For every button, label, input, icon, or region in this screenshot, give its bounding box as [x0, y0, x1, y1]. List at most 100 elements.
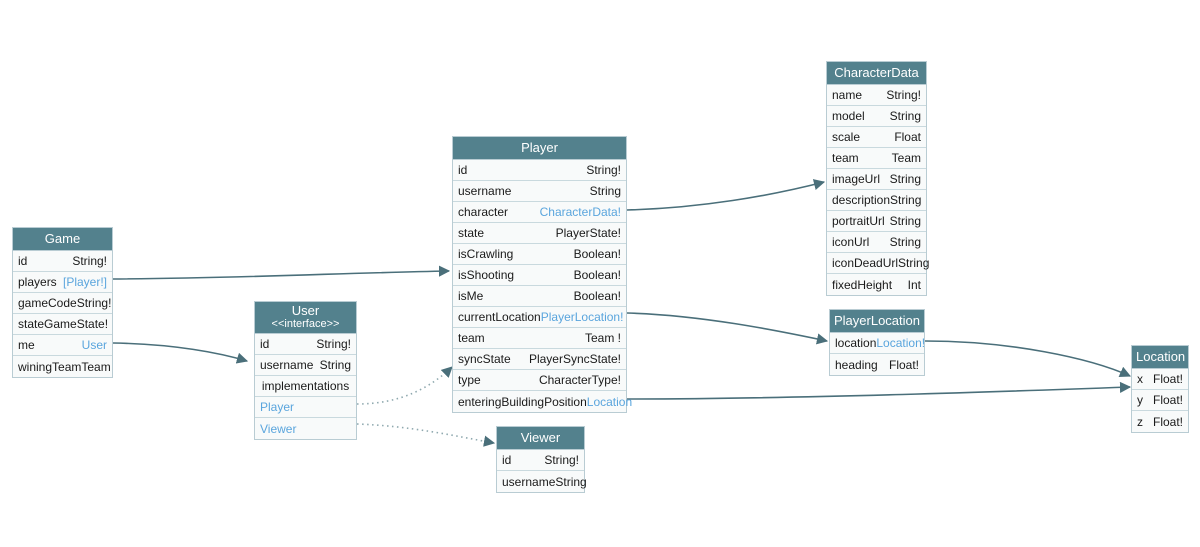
field-type[interactable]: PlayerLocation!	[540, 310, 624, 324]
table-row[interactable]: name String!	[827, 85, 926, 106]
field-name: team	[832, 151, 859, 165]
entity-player[interactable]: Player id String! username String charac…	[452, 136, 632, 413]
implementation-item-player[interactable]: Player	[255, 397, 356, 418]
field-type: CharacterType!	[538, 373, 621, 387]
field-type: String	[889, 109, 921, 123]
field-name: location	[835, 336, 877, 350]
table-row[interactable]: username String	[453, 181, 626, 202]
field-type: String!	[76, 296, 112, 310]
table-row[interactable]: gameCode String!	[13, 293, 112, 314]
table-row[interactable]: character CharacterData!	[453, 202, 626, 223]
table-row[interactable]: state GameState!	[13, 314, 112, 335]
table-row[interactable]: state PlayerState!	[453, 223, 626, 244]
table-row[interactable]: id String!	[13, 251, 112, 272]
field-type: String!	[316, 337, 351, 351]
edge-playerlocation-location-to-location	[924, 340, 1132, 377]
field-type[interactable]: Location!	[876, 336, 926, 350]
table-row[interactable]: isShooting Boolean!	[453, 265, 626, 286]
table-row[interactable]: fixedHeight Int	[827, 274, 926, 295]
entity-playerlocation-title: PlayerLocation	[830, 310, 924, 333]
entity-user[interactable]: User <<interface>> id String! username S…	[254, 301, 357, 440]
implementations-label: implementations	[261, 379, 350, 393]
table-row[interactable]: location Location!	[830, 333, 926, 354]
field-name: syncState	[458, 352, 511, 366]
field-name: name	[832, 88, 863, 102]
field-name: state	[458, 226, 485, 240]
field-name: currentLocation	[458, 310, 541, 324]
table-row[interactable]: z Float!	[1132, 411, 1188, 432]
table-row[interactable]: currentLocation PlayerLocation!	[453, 307, 626, 328]
field-type: String	[319, 358, 351, 372]
implementation-item-viewer[interactable]: Viewer	[255, 418, 356, 439]
table-row[interactable]: y Float!	[1132, 390, 1188, 411]
field-type: String	[889, 172, 921, 186]
entity-viewer[interactable]: Viewer id String! username String	[496, 426, 587, 493]
entity-location-title-text: Location	[1136, 349, 1186, 364]
table-row[interactable]: type CharacterType!	[453, 370, 626, 391]
field-name: scale	[832, 130, 861, 144]
field-name: state	[18, 317, 45, 331]
entity-game[interactable]: Game id String! players [Player!] gameCo…	[12, 227, 113, 378]
table-row[interactable]: team Team	[827, 148, 926, 169]
table-row[interactable]: heading Float!	[830, 354, 924, 375]
field-type[interactable]: CharacterData!	[539, 205, 621, 219]
table-row[interactable]: scale Float	[827, 127, 926, 148]
table-row[interactable]: id String!	[453, 160, 626, 181]
edge-game-me-to-user	[112, 342, 249, 364]
entity-characterdata[interactable]: CharacterData name String! model String …	[826, 61, 929, 296]
field-type: String	[889, 235, 921, 249]
table-row[interactable]: winingTeam Team	[13, 356, 112, 377]
edge-player-character-to-characterdata	[626, 179, 826, 211]
field-name: y	[1137, 393, 1143, 407]
field-type: String!	[72, 254, 107, 268]
field-type[interactable]: Location	[586, 394, 633, 409]
field-type: Float!	[1152, 393, 1183, 407]
field-type: String	[889, 214, 921, 228]
entity-playerlocation[interactable]: PlayerLocation location Location! headin…	[829, 309, 925, 376]
field-name: character	[458, 205, 509, 219]
field-type: Team !	[584, 331, 621, 345]
table-row[interactable]: username String	[255, 355, 356, 376]
table-row[interactable]: description String	[827, 190, 926, 211]
field-name: me	[18, 338, 35, 352]
table-row[interactable]: syncState PlayerSyncState!	[453, 349, 626, 370]
table-row[interactable]: id String!	[255, 334, 356, 355]
field-type[interactable]: User	[81, 338, 107, 352]
table-row[interactable]: isCrawling Boolean!	[453, 244, 626, 265]
table-row[interactable]: id String!	[497, 450, 584, 471]
entity-viewer-title-text: Viewer	[520, 430, 561, 445]
field-type: PlayerState!	[555, 226, 621, 240]
field-name: z	[1137, 414, 1143, 429]
table-row[interactable]: team Team !	[453, 328, 626, 349]
field-type: String!	[886, 88, 921, 102]
table-row[interactable]: enteringBuildingPosition Location	[453, 391, 632, 412]
table-row[interactable]: portraitUrl String	[827, 211, 926, 232]
field-name: isMe	[458, 289, 484, 303]
field-type: Boolean!	[573, 268, 621, 282]
table-row[interactable]: x Float!	[1132, 369, 1188, 390]
field-type: Team	[81, 359, 111, 374]
field-type: Float	[894, 130, 921, 144]
field-name: players	[18, 275, 57, 289]
field-type: Int	[907, 277, 921, 292]
entity-playerlocation-title-text: PlayerLocation	[834, 313, 920, 328]
entity-location[interactable]: Location x Float! y Float! z Float!	[1131, 345, 1189, 433]
field-type: Team	[891, 151, 921, 165]
field-name: model	[832, 109, 865, 123]
field-name: iconUrl	[832, 235, 870, 249]
field-name: type	[458, 373, 481, 387]
table-row[interactable]: username String	[497, 471, 587, 492]
table-row[interactable]: players [Player!]	[13, 272, 112, 293]
edge-user-implements-viewer	[356, 423, 496, 447]
table-row[interactable]: imageUrl String	[827, 169, 926, 190]
field-type: GameState!	[44, 317, 109, 331]
field-type: String	[589, 184, 621, 198]
table-row[interactable]: me User	[13, 335, 112, 356]
table-row[interactable]: iconDeadUrl String	[827, 253, 929, 274]
table-row[interactable]: model String	[827, 106, 926, 127]
entity-characterdata-title-text: CharacterData	[834, 65, 919, 80]
entity-user-title: User <<interface>>	[255, 302, 356, 334]
table-row[interactable]: isMe Boolean!	[453, 286, 626, 307]
table-row[interactable]: iconUrl String	[827, 232, 926, 253]
field-type[interactable]: [Player!]	[62, 275, 107, 289]
